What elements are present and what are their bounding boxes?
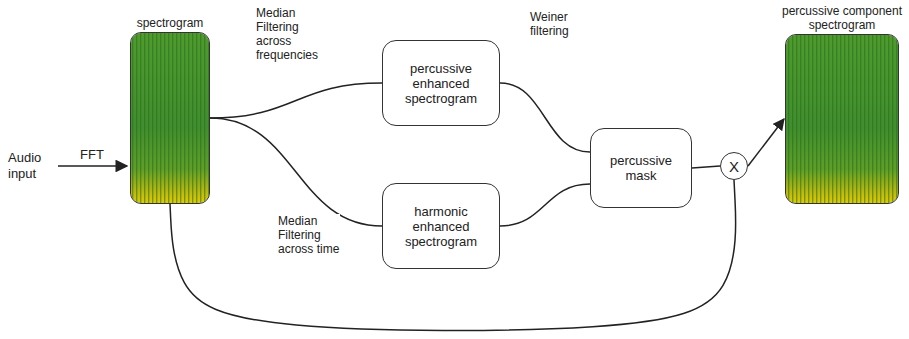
edge-label: Median Filtering across time — [278, 214, 340, 256]
multiply-circle: X — [720, 152, 748, 180]
process-box: percussive mask — [590, 128, 692, 208]
spectrogram-box: spectrogram — [130, 32, 210, 204]
edge-label: Weiner filtering — [530, 10, 584, 38]
connector — [500, 184, 590, 226]
spectrogram-box: percussive component spectrogram — [785, 34, 899, 204]
connector — [748, 119, 784, 166]
input-arrow — [58, 165, 127, 167]
box-label: harmonic enhanced spectrogram — [389, 204, 493, 249]
box-heading: percussive component spectrogram — [780, 4, 904, 32]
connector — [500, 83, 590, 152]
transform-label: FFT — [80, 147, 110, 163]
process-box: harmonic enhanced spectrogram — [382, 183, 500, 269]
input-label: Audio input — [8, 150, 54, 182]
spectrogram-image — [131, 33, 209, 203]
box-label: percussive enhanced spectrogram — [389, 61, 493, 106]
connector — [210, 118, 382, 226]
spectrogram-image — [786, 35, 898, 203]
connector — [210, 83, 382, 118]
box-heading: spectrogram — [120, 16, 220, 30]
process-box: percussive enhanced spectrogram — [382, 40, 500, 126]
operator-symbol: X — [729, 159, 739, 174]
edge-label: Median Filtering across frequencies — [256, 6, 326, 62]
connector — [692, 166, 720, 168]
box-label: percussive mask — [597, 153, 685, 183]
